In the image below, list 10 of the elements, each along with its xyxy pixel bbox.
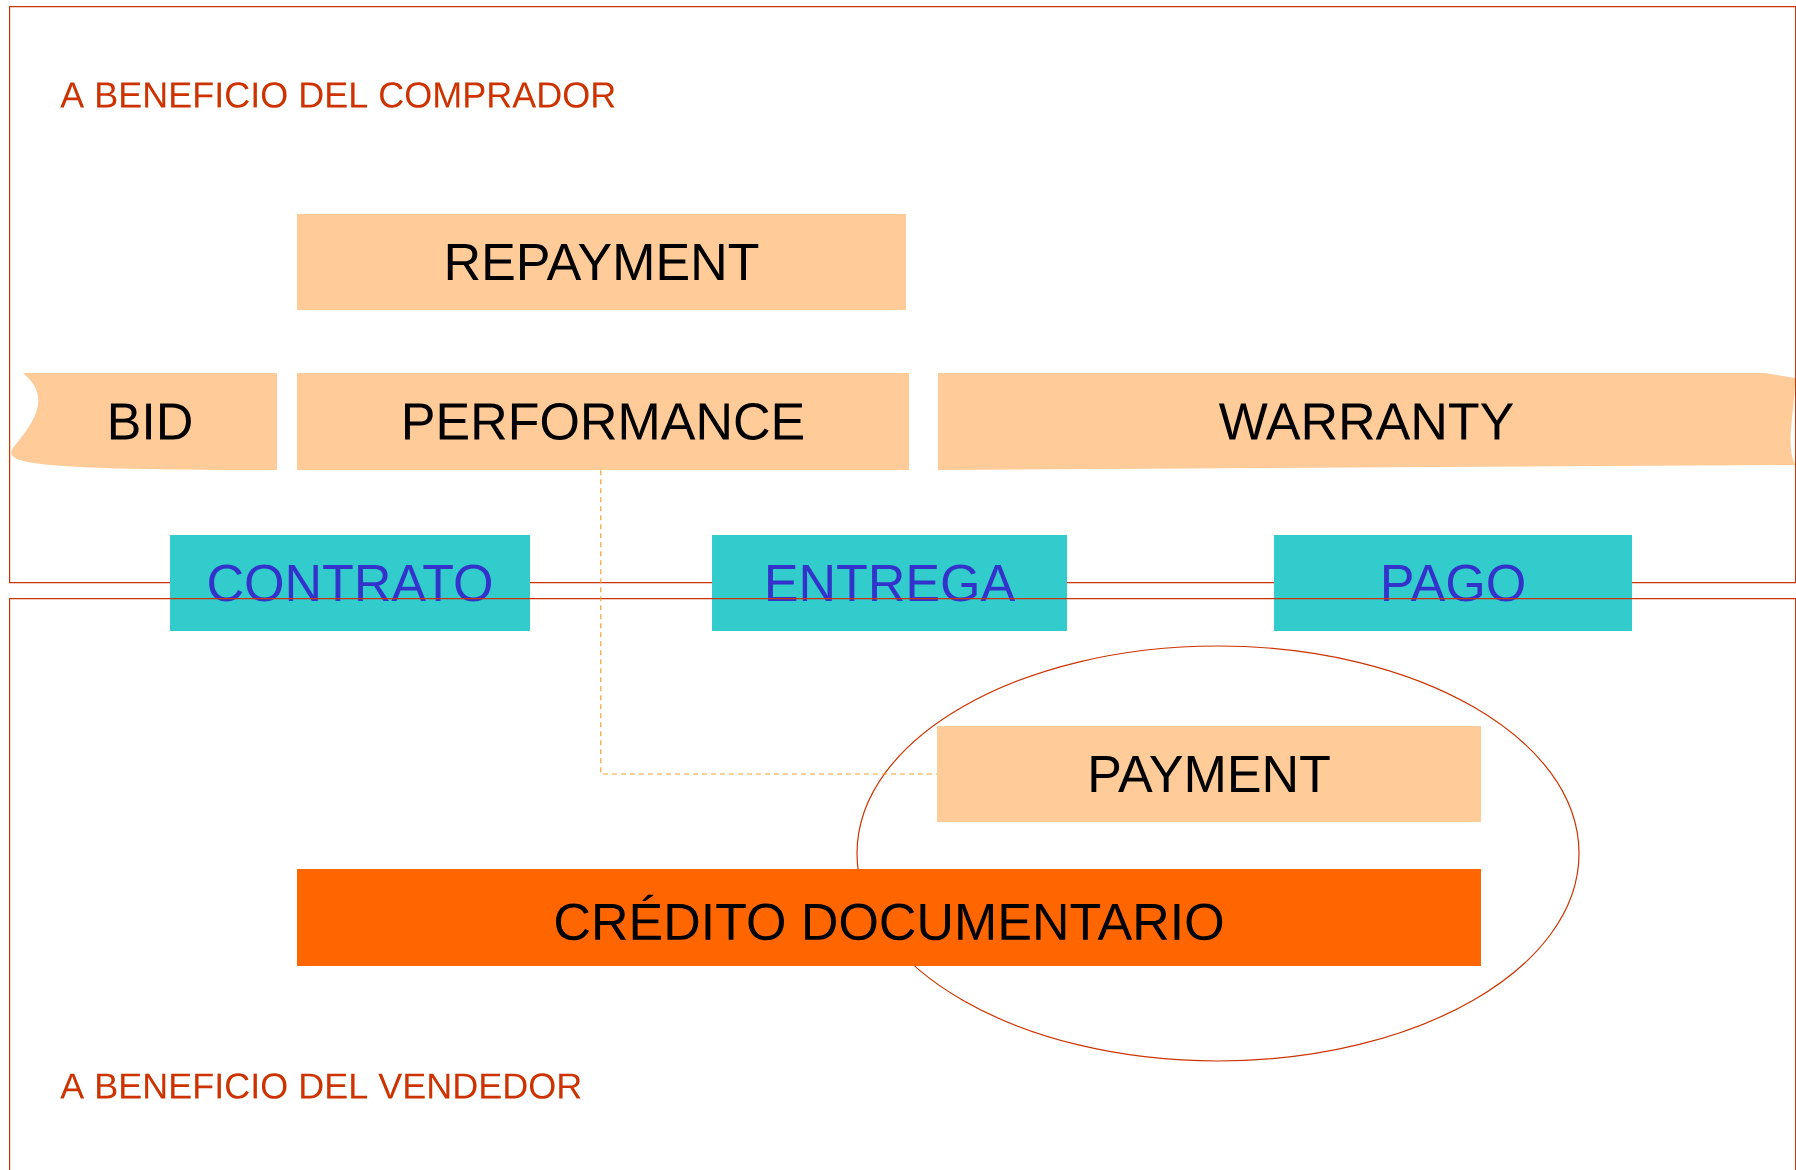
milestone-box: ENTREGA bbox=[712, 535, 1067, 631]
guarantee-box: WARRANTY bbox=[938, 373, 1795, 470]
milestone-box: CONTRATO bbox=[170, 535, 530, 631]
connector-line bbox=[600, 469, 938, 775]
guarantee-box: REPAYMENT bbox=[297, 214, 906, 310]
guarantee-box: PERFORMANCE bbox=[297, 373, 909, 470]
milestone-box: PAGO bbox=[1274, 535, 1632, 631]
instrument-bar: CRÉDITO DOCUMENTARIO bbox=[297, 869, 1481, 966]
guarantee-box: BID bbox=[11, 373, 277, 470]
guarantee-box: PAYMENT bbox=[937, 726, 1481, 822]
